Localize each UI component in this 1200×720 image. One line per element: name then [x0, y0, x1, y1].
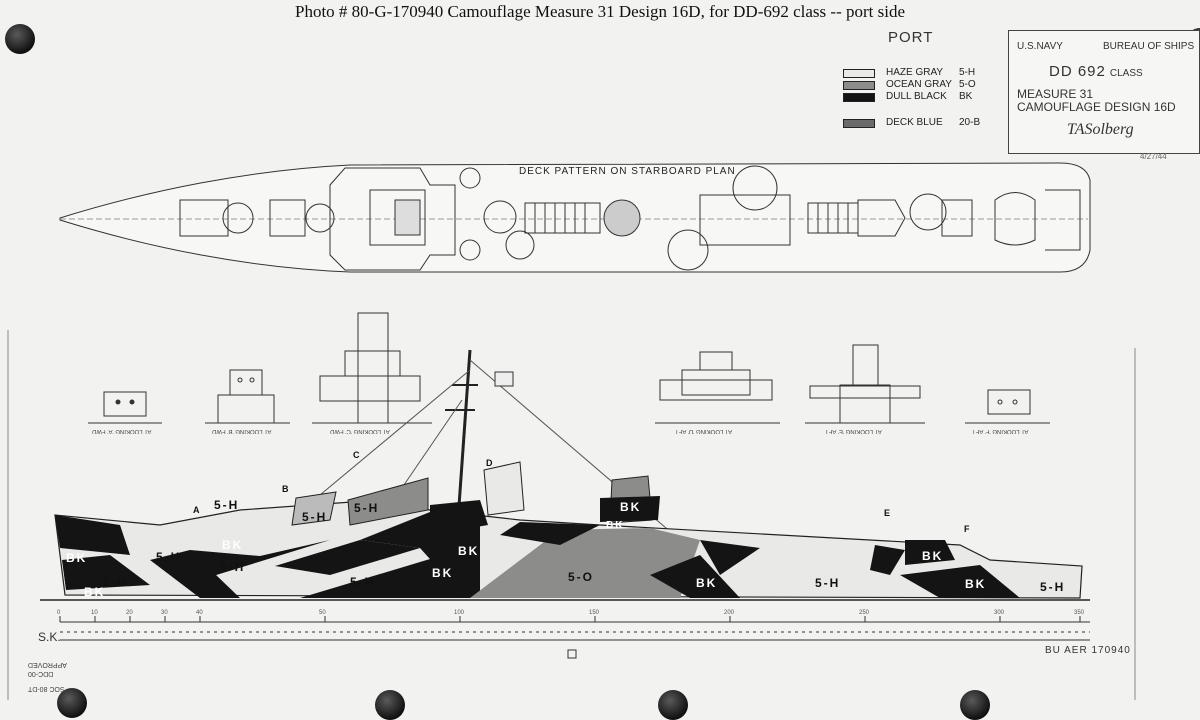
approval-line: SOC 80-DT: [28, 685, 65, 692]
hull-mark: 5-O: [568, 570, 595, 584]
scale-tick-label: 20: [126, 610, 133, 616]
hull-mark: BK: [458, 544, 480, 558]
port-label: PORT: [888, 29, 934, 46]
scale-ticks: [59, 616, 1081, 622]
hull-mark: BK: [84, 585, 106, 599]
legend-name: HAZE GRAY: [886, 67, 944, 78]
section-label-b: AT LOOKING 'B' FWD: [212, 428, 272, 434]
approval-line: APPROVED: [28, 661, 67, 668]
scale-tick-label: 0: [57, 610, 61, 616]
hull-mark: 5-H: [354, 501, 380, 515]
section-views: [88, 312, 1050, 424]
class-number: DD 692: [1049, 63, 1106, 80]
ship-drawing: [7, 162, 1136, 700]
hull-mark: 5-H: [214, 498, 240, 512]
callout-b: B: [282, 484, 291, 494]
legend-code: 5-O: [959, 79, 976, 90]
scale-tick-label: 350: [1074, 610, 1085, 616]
section-label-f: AT LOOKING 'F' AFT: [972, 428, 1029, 434]
legend-swatch: [843, 93, 875, 102]
color-legend: HAZE GRAY 5-H OCEAN GRAY 5-O DULL BLACK …: [843, 67, 1003, 129]
section-view-b: [205, 369, 290, 424]
callout-f: F: [964, 524, 972, 534]
legend-swatch: [843, 81, 875, 90]
section-view-d: [655, 351, 780, 424]
hull-mark: 5-H: [302, 510, 328, 524]
deck-plan-title: DECK PATTERN ON STARBOARD PLAN: [519, 166, 736, 177]
hull-mark: 5-H: [1040, 580, 1066, 594]
legend-row-dull-black: DULL BLACK BK: [843, 91, 1003, 103]
hull-mark: 5-H: [220, 560, 246, 574]
scale-tick-label: 10: [91, 610, 98, 616]
hull-mark: BK: [965, 577, 987, 591]
callout-e: E: [884, 508, 893, 518]
legend-name: DULL BLACK: [886, 91, 947, 102]
scale-label: S.K.: [38, 630, 61, 644]
title-org: U.S.NAVY: [1017, 41, 1063, 52]
scale-tick-label: 200: [724, 610, 735, 616]
hull-mark: 5-H: [815, 576, 841, 590]
callout-a: A: [193, 505, 202, 515]
section-label-d: AT LOOKING 'D' AFT: [675, 428, 733, 434]
photo-caption: Photo # 80-G-170940 Camouflage Measure 3…: [295, 2, 905, 21]
section-view-e: [805, 344, 925, 424]
class-suffix: CLASS: [1109, 68, 1143, 79]
scale-bar: [59, 616, 1090, 659]
scale-tick-label: 50: [319, 610, 326, 616]
legend-name: DECK BLUE: [886, 117, 943, 128]
legend-name: OCEAN GRAY: [886, 79, 952, 90]
section-label-c: AT LOOKING 'C' FWD: [330, 428, 390, 434]
binder-hole-top-left: [5, 24, 35, 54]
section-view-c: [312, 312, 432, 424]
title-design: CAMOUFLAGE DESIGN 16D: [1017, 100, 1176, 114]
legend-row-deck-blue: DECK BLUE 20-B: [843, 117, 1003, 129]
scale-tick-label: 30: [161, 610, 168, 616]
hull-mark: 5-H: [156, 550, 182, 564]
scale-tick-label: 250: [859, 610, 870, 616]
signature: TASolberg: [1067, 121, 1134, 138]
serial-number: BU AER 170940: [1045, 645, 1131, 656]
section-view-f: [965, 389, 1050, 424]
hull-mark: BK: [432, 566, 454, 580]
hull-mark: BK: [222, 538, 244, 552]
legend-swatch: [843, 119, 875, 128]
approval-stamp: APPROVED DDC-00 SOC 80-DT: [28, 660, 67, 693]
hull-mark: 5-H: [350, 575, 376, 589]
deck-plan: [59, 162, 1091, 273]
legend-code: 20-B: [959, 117, 981, 128]
title-date: 4/27/44: [1140, 152, 1167, 161]
scale-tick-label: 40: [196, 610, 203, 616]
legend-row-ocean-gray: OCEAN GRAY 5-O: [843, 79, 1003, 91]
hull-mark: BK: [606, 520, 625, 531]
hull-mark: BK: [66, 551, 88, 565]
hull-mark: 5-H: [103, 575, 129, 589]
scale-tick-label: 150: [589, 610, 600, 616]
section-label-e: AT LOOKING 'E' AFT: [825, 428, 882, 434]
scale-tick-label: 300: [994, 610, 1005, 616]
scale-tick-label: 100: [454, 610, 465, 616]
approval-line: DDC-00: [28, 670, 54, 677]
title-measure: MEASURE 31: [1017, 87, 1094, 101]
callout-c: C: [353, 450, 362, 460]
hull-mark: BK: [620, 500, 642, 514]
hull-mark: BK: [922, 549, 944, 563]
title-bureau: BUREAU OF SHIPS: [1103, 41, 1195, 52]
legend-code: BK: [959, 91, 973, 102]
legend-row-haze-gray: HAZE GRAY 5-H: [843, 67, 1003, 79]
section-view-a: [88, 391, 162, 424]
profile-view: [7, 330, 1136, 700]
hull-mark: BK: [696, 576, 718, 590]
callout-d: D: [486, 458, 495, 468]
section-label-a: AT LOOKING 'A' FWD: [92, 428, 152, 434]
legend-code: 5-H: [959, 67, 976, 78]
legend-swatch: [843, 69, 875, 78]
